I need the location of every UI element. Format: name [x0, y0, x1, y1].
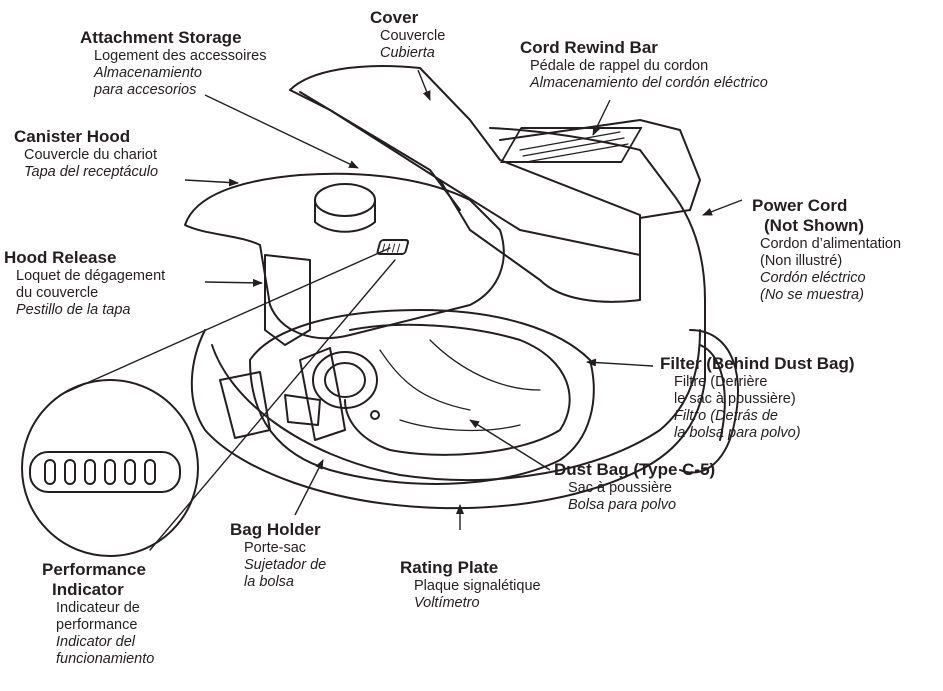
wheel: [679, 329, 739, 474]
canister-hood: [184, 172, 505, 340]
french: du couvercle: [16, 285, 99, 301]
canister-base: [190, 127, 706, 510]
arrow-filter: [586, 358, 654, 367]
indicator-magnifier: [21, 379, 199, 557]
french: le sac à poussière): [674, 391, 796, 407]
title: Bag Holder: [230, 520, 321, 539]
spanish: Tapa del receptáculo: [24, 164, 159, 180]
spanish: Cubierta: [380, 45, 435, 61]
title: Rating Plate: [400, 558, 499, 577]
title: Cord Rewind Bar: [520, 38, 658, 57]
title: Dust Bag (Type C-5): [554, 460, 716, 479]
arrow-canister-hood: [184, 178, 239, 187]
french: Indicateur de: [56, 600, 140, 616]
french: performance: [56, 617, 138, 633]
spanish: para accesorios: [94, 82, 197, 98]
spanish: la bolsa para polvo): [674, 425, 801, 441]
title: Attachment Storage: [80, 28, 242, 47]
spanish: Almacenamiento: [94, 65, 202, 81]
cord-rewind-housing: [499, 119, 701, 219]
label-hood-release: Hood Release Loquet de dégagement du cou…: [4, 248, 165, 319]
arrow-hood-release: [204, 278, 263, 287]
spanish: Filtro (Detrás de: [674, 408, 778, 424]
attachment-storage: [219, 371, 271, 439]
label-rating-plate: Rating Plate Plaque signalétique Voltíme…: [400, 558, 541, 612]
label-cord-rewind-bar: Cord Rewind Bar Pédale de rappel du cord…: [520, 38, 768, 92]
spanish: Bolsa para polvo: [568, 497, 677, 513]
arrow-cover: [417, 69, 431, 101]
french: Plaque signalétique: [414, 578, 541, 594]
french: Couvercle: [380, 28, 446, 44]
title: Performance: [42, 560, 146, 579]
spanish: la bolsa: [244, 574, 294, 590]
spanish: Sujetador de: [244, 557, 327, 573]
french: Sac à poussière: [568, 480, 672, 496]
hood-knob: [314, 183, 376, 217]
cord-rewind-bar: [500, 127, 643, 163]
spanish: Pestillo de la tapa: [16, 302, 131, 318]
french: Filtre (Derrière: [674, 374, 768, 390]
french: Pédale de rappel du cordon: [530, 58, 709, 74]
label-power-cord: Power Cord (Not Shown) Cordon d’alimenta…: [752, 196, 901, 304]
french: (Non illustré): [760, 253, 843, 269]
bag-collar: [312, 351, 378, 409]
hood-release-latch: [264, 254, 311, 346]
label-performance-indicator: Performance Indicator Indicateur de perf…: [42, 560, 154, 668]
title: Filter (Behind Dust Bag): [660, 354, 855, 373]
spanish: Voltímetro: [414, 595, 480, 611]
title: Indicator: [52, 580, 124, 599]
label-attachment-storage: Attachment Storage Logement des accessoi…: [80, 28, 267, 99]
arrow-cord-rewind: [592, 99, 611, 136]
french: Cordon d’alimentation: [760, 236, 902, 252]
french: Couvercle du chariot: [24, 147, 157, 163]
french: Loquet de dégagement: [16, 268, 166, 284]
dust-bag: [344, 323, 571, 456]
spanish: Almacenamiento del cordón eléctrico: [530, 75, 768, 91]
title: Canister Hood: [14, 127, 131, 146]
title: Cover: [370, 8, 419, 27]
french: Porte-sac: [244, 540, 307, 556]
spanish: Indicator del: [56, 634, 135, 650]
spanish: Cordón eléctrico: [760, 270, 866, 286]
title: Power Cord: [752, 196, 848, 215]
arrow-power-cord: [702, 199, 743, 216]
indicator-window: [376, 239, 410, 255]
french: Logement des accessoires: [94, 48, 267, 64]
label-filter: Filter (Behind Dust Bag) Filtre (Derrièr…: [660, 354, 855, 442]
label-bag-holder: Bag Holder Porte-sac Sujetador de la bol…: [230, 520, 326, 591]
title: (Not Shown): [764, 216, 865, 235]
label-canister-hood: Canister Hood Couvercle du chariot Tapa …: [14, 127, 158, 181]
title: Hood Release: [4, 248, 117, 267]
spanish: funcionamiento: [56, 651, 155, 667]
spanish: (No se muestra): [760, 287, 864, 303]
bag-holder: [299, 347, 346, 441]
label-dust-bag: Dust Bag (Type C-5) Sac à poussière Bols…: [554, 460, 715, 514]
label-cover: Cover Couvercle Cubierta: [370, 8, 445, 62]
arrow-attachment-storage: [204, 94, 359, 169]
arrow-dust-bag: [469, 419, 551, 471]
cover-panel: [289, 65, 641, 303]
arrow-bag-holder: [294, 459, 324, 516]
